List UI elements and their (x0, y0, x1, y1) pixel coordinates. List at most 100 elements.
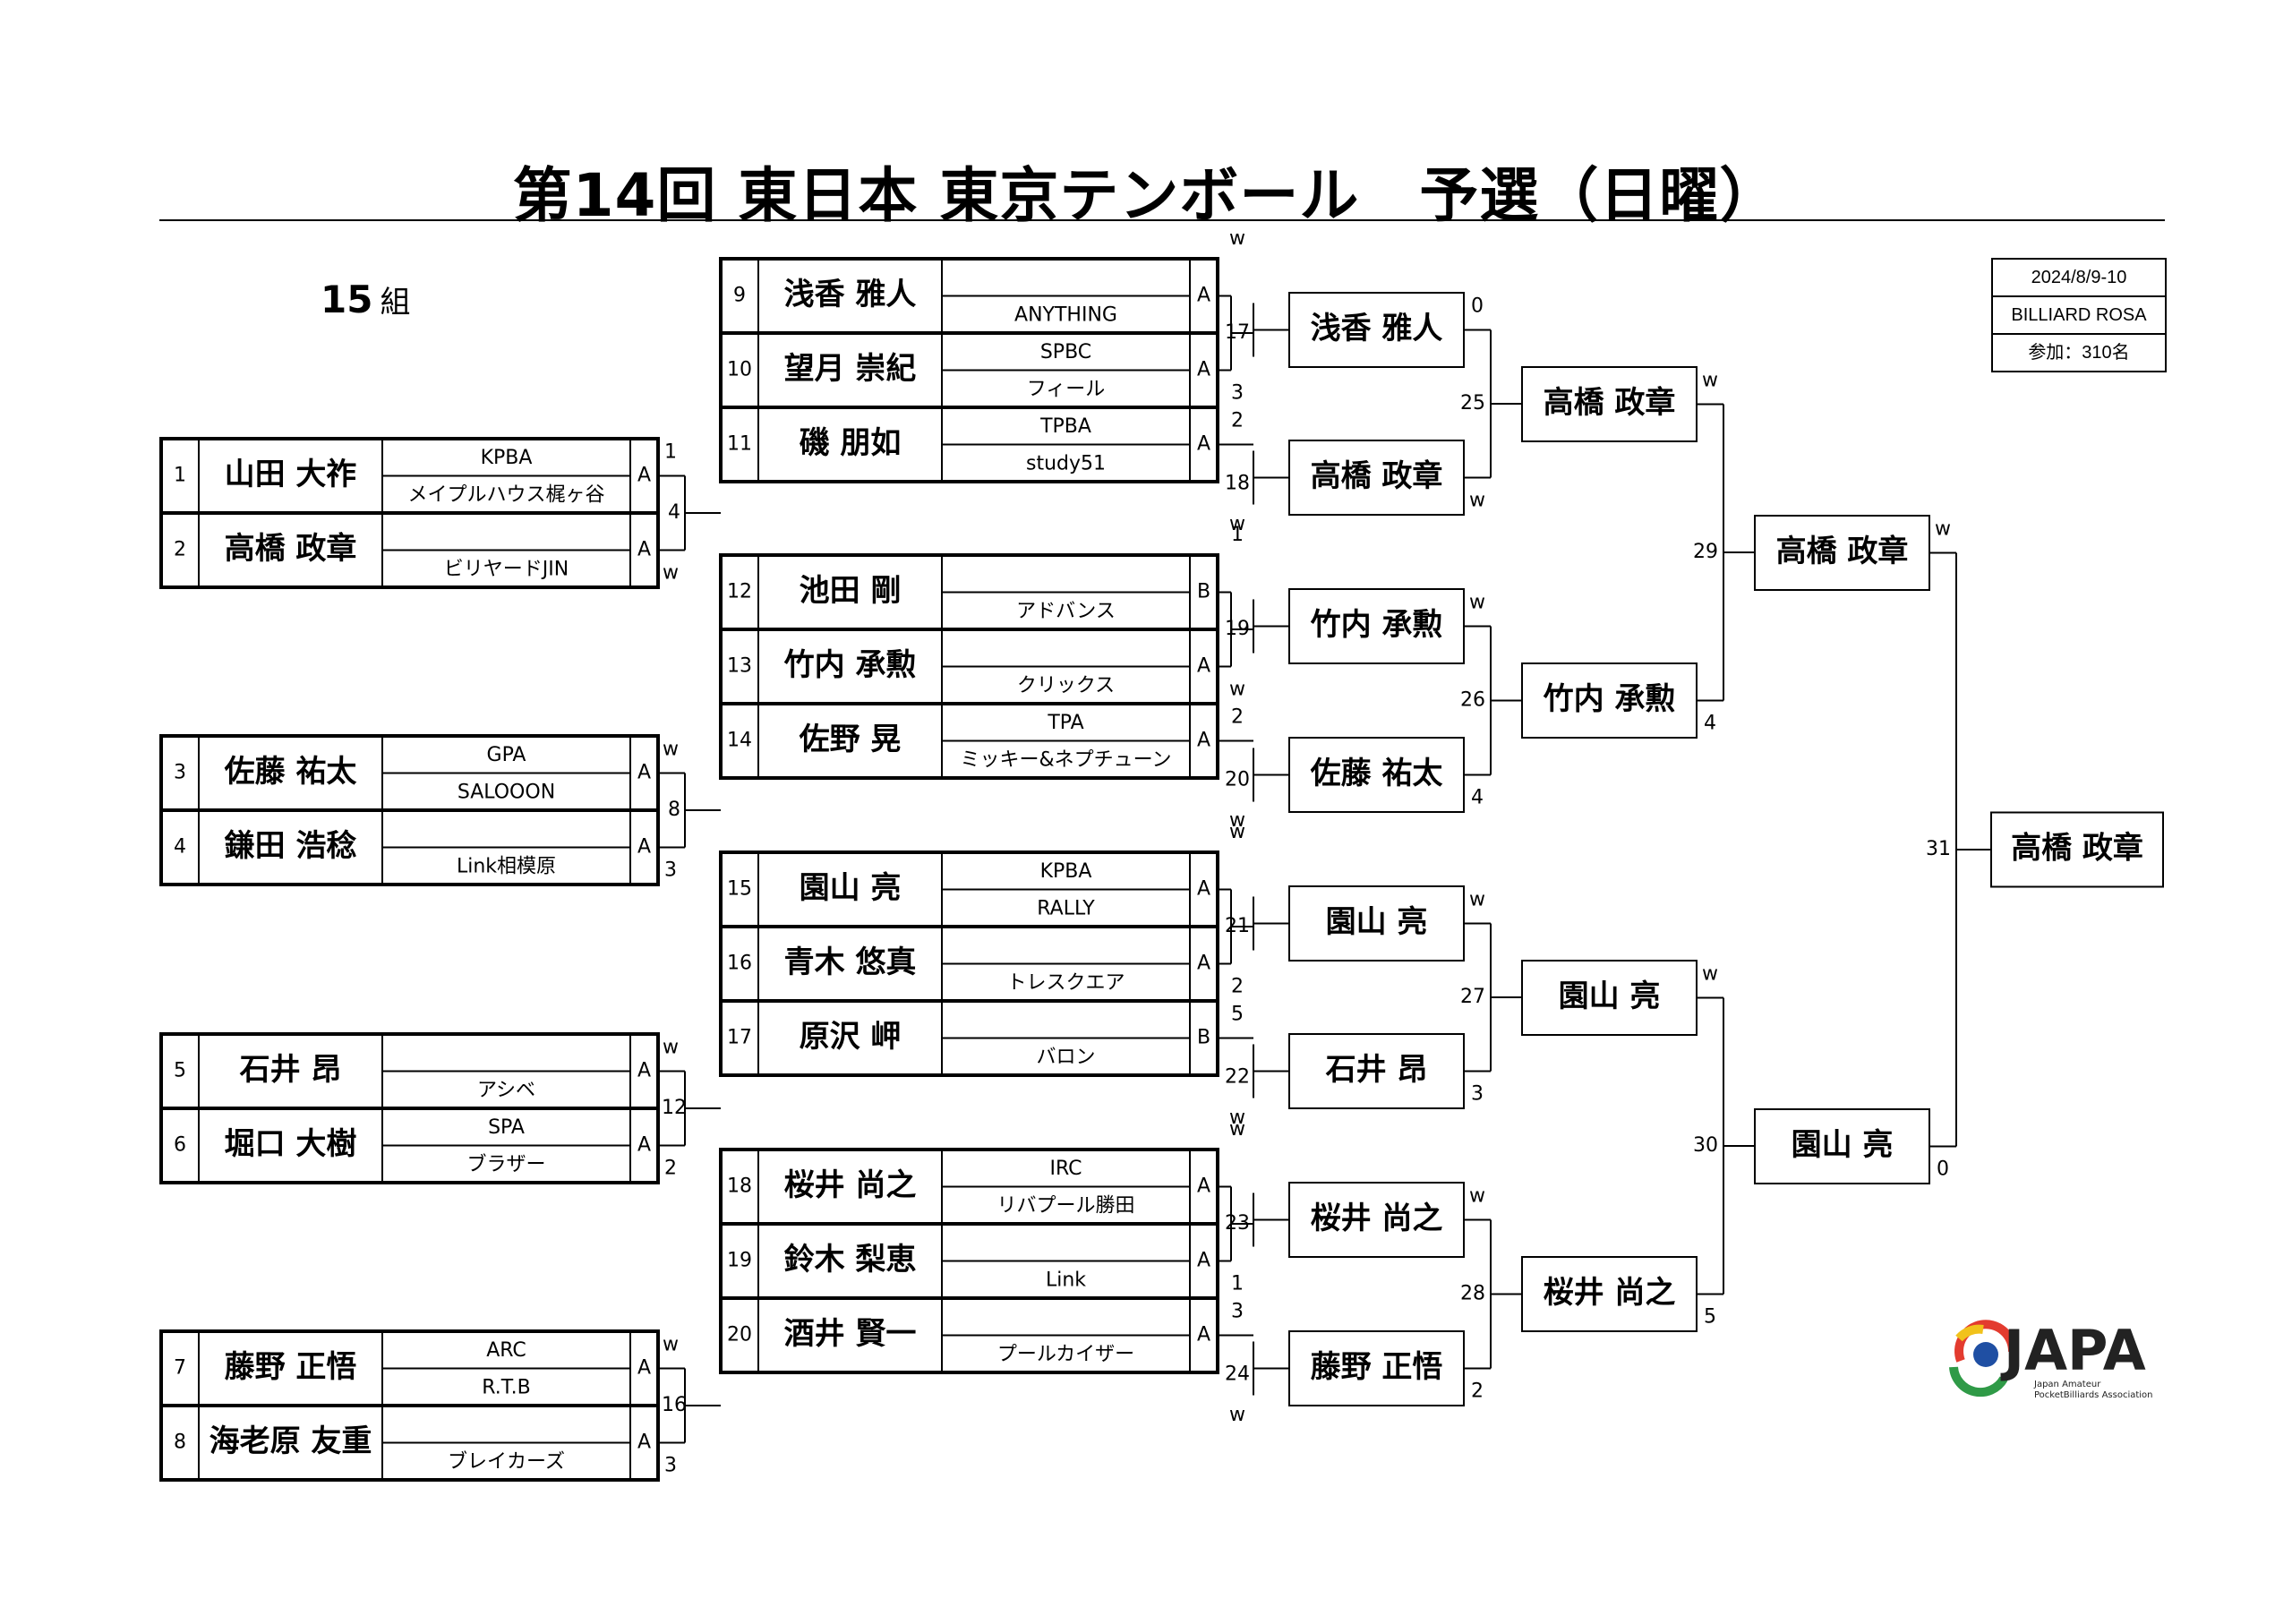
player-name: 酒井 賢一 (784, 1316, 917, 1352)
player-club: ARC (486, 1339, 526, 1362)
triple-score: w (1229, 1118, 1245, 1141)
player-class: B (1197, 581, 1210, 603)
player-seed: 11 (727, 433, 752, 456)
player-name: 藤野 正悟 (225, 1349, 357, 1385)
player-seed: 8 (174, 1432, 186, 1454)
match-number: 16 (662, 1394, 687, 1416)
triple-score: 2 (1231, 410, 1244, 432)
round2-score: w (1469, 1185, 1485, 1208)
player-class: B (1197, 1027, 1210, 1049)
player-seed: 19 (727, 1250, 752, 1272)
player-club: KPBA (1040, 860, 1092, 883)
player-name: 浅香 雅人 (784, 277, 917, 312)
player-shop: メイプルハウス梶ヶ谷 (407, 483, 604, 506)
player-seed: 13 (727, 655, 752, 678)
triple-score: 3 (1231, 1301, 1244, 1323)
player-name: 鎌田 浩稔 (225, 828, 357, 864)
japa-logo: JAPA Japan Amateur PocketBilliards Assoc… (1934, 1312, 2158, 1401)
round2-name: 石井 昂 (1325, 1052, 1428, 1088)
player-class: A (1197, 953, 1210, 975)
player-class: A (1197, 878, 1210, 901)
round2-name: 佐藤 祐太 (1310, 756, 1443, 791)
player-name: 竹内 承勲 (784, 647, 917, 683)
player-name: 佐野 晃 (799, 722, 902, 757)
group-unit: 組 (380, 285, 411, 321)
round2-score: w (1469, 889, 1485, 911)
player-shop: バロン (1036, 1046, 1095, 1068)
player-class: A (637, 836, 651, 859)
player-seed: 14 (727, 730, 752, 752)
player-block (159, 437, 660, 589)
player-block (159, 734, 660, 886)
triple-score: w (1229, 513, 1245, 535)
match-number: 28 (1460, 1283, 1485, 1305)
player-seed: 3 (174, 762, 186, 784)
player-shop: アシベ (477, 1079, 535, 1101)
player-seed: 12 (727, 581, 752, 603)
logo-sub1: Japan Amateur (2033, 1380, 2101, 1389)
match-number: 20 (1225, 769, 1250, 791)
winner-name: 高橋 政章 (2011, 831, 2143, 867)
triple-score: 2 (1231, 976, 1244, 998)
player-seed: 2 (174, 539, 186, 561)
player-block (159, 1329, 660, 1482)
player-shop: ブレイカーズ (448, 1450, 565, 1473)
player-shop: トレスクエア (1006, 971, 1125, 994)
pair-score-top: 1 (664, 441, 677, 464)
player-shop: リバプール勝田 (996, 1194, 1134, 1217)
match-number: 30 (1693, 1134, 1718, 1157)
winner-box (1990, 811, 2164, 888)
event-info-box: 2024/8/9-10 BILLIARD ROSA 参加：310名 (1991, 258, 2167, 372)
match-number: 31 (1926, 838, 1951, 860)
player-seed: 7 (174, 1357, 186, 1380)
round4-name: 高橋 政章 (1776, 534, 1909, 569)
player-name: 佐藤 祐太 (224, 754, 357, 790)
round4-score: 0 (1937, 1158, 1949, 1181)
event-venue: BILLIARD ROSA (1993, 297, 2165, 335)
player-name: 原沢 岬 (800, 1019, 902, 1055)
player-seed: 18 (727, 1175, 752, 1198)
match-number: 25 (1460, 392, 1485, 415)
round3-score: 4 (1704, 713, 1716, 735)
triple-score: w (1229, 1107, 1245, 1129)
player-shop: study51 (1026, 452, 1106, 474)
player-seed: 17 (727, 1027, 752, 1049)
match-number: 24 (1225, 1363, 1250, 1386)
triple-score: w (1229, 821, 1245, 843)
match-number: 29 (1693, 541, 1718, 563)
player-shop: R.T.B (482, 1376, 530, 1398)
match-number: 8 (668, 799, 680, 821)
match-number: 26 (1460, 689, 1485, 712)
triple-score: w (1229, 809, 1245, 832)
triple-score: 1 (1231, 524, 1244, 546)
logo-text: JAPA (2000, 1318, 2146, 1383)
player-club: TPA (1047, 712, 1083, 734)
player-class: A (1197, 1250, 1210, 1272)
group-number: 15 (321, 278, 373, 321)
pair-score-bottom: 2 (664, 1158, 677, 1180)
pair-score-bottom: w (663, 562, 679, 585)
player-class: A (1197, 655, 1210, 678)
match-number: 19 (1225, 618, 1250, 640)
event-date: 2024/8/9-10 (1993, 260, 2165, 297)
triple-score: w (1229, 679, 1245, 701)
player-name: 桜井 尚之 (784, 1167, 917, 1203)
round2-name: 高橋 政章 (1311, 458, 1443, 494)
round3-name: 竹内 承勲 (1544, 681, 1676, 717)
player-seed: 4 (174, 836, 186, 859)
round2-name: 園山 亮 (1326, 904, 1428, 940)
player-name: 堀口 大樹 (225, 1126, 357, 1162)
player-class: A (637, 1357, 651, 1380)
player-class: A (1197, 433, 1210, 456)
player-class: A (637, 762, 651, 784)
triple-score: 5 (1231, 1004, 1244, 1026)
pair-score-top: w (663, 1037, 679, 1059)
player-class: A (1197, 285, 1210, 307)
player-class: A (637, 1134, 651, 1157)
event-participants: 参加：310名 (2028, 343, 2130, 363)
player-club: SPBC (1040, 341, 1091, 363)
player-shop: ブラザー (466, 1153, 545, 1175)
round3-score: w (1702, 963, 1718, 986)
